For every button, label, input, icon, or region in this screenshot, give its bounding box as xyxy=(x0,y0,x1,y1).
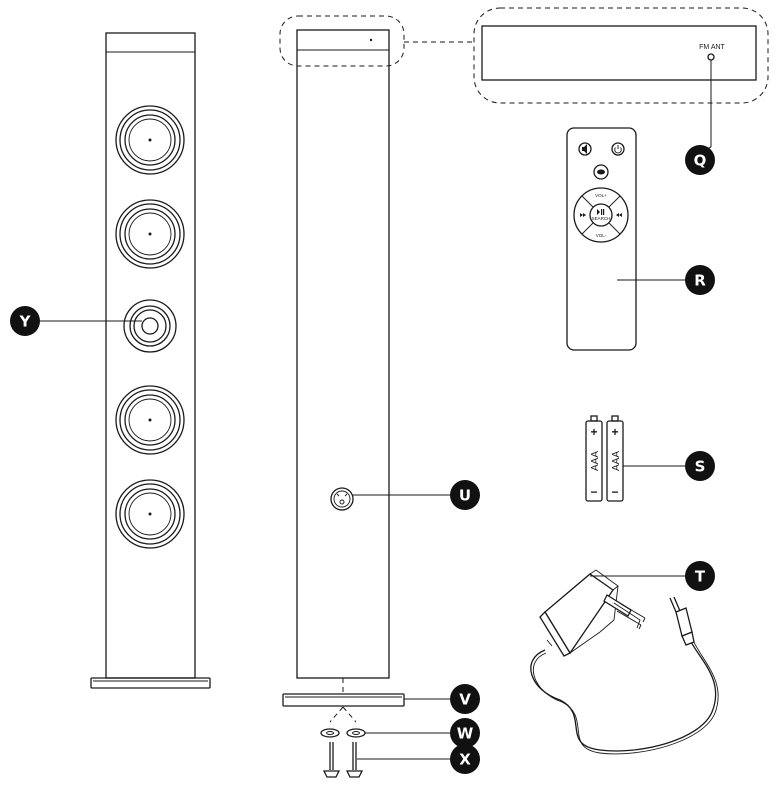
callout-x-label: X xyxy=(459,751,471,769)
mode-icon xyxy=(593,164,609,180)
callout-w: W xyxy=(450,718,480,748)
battery-2-label: AAA xyxy=(611,451,622,471)
vol-down-label: VOL- xyxy=(596,233,607,238)
battery-1-plus: + xyxy=(590,425,597,439)
battery-2: AAA + − xyxy=(606,415,624,502)
callout-x: X xyxy=(450,744,480,774)
top-panel-detail: FM ANT xyxy=(473,7,769,104)
woofer-speaker-2 xyxy=(115,199,185,269)
battery-1-minus: − xyxy=(590,485,597,499)
screws xyxy=(322,742,364,778)
callout-q-label: Q xyxy=(694,152,707,170)
washers xyxy=(320,728,366,738)
tower-back-view xyxy=(279,15,474,679)
callout-v-label: V xyxy=(459,691,471,709)
callout-u: U xyxy=(450,480,480,510)
callout-t: T xyxy=(685,561,715,591)
battery-1: AAA + − xyxy=(585,415,603,502)
fm-antenna-label: FM ANT xyxy=(699,44,725,51)
callout-v: V xyxy=(450,684,480,714)
vol-up-label: VOL+ xyxy=(595,193,607,198)
callout-y: Y xyxy=(10,306,40,336)
previous-icon xyxy=(580,213,586,217)
next-icon xyxy=(616,213,622,217)
tweeter-speaker xyxy=(123,299,177,353)
battery-1-label: AAA xyxy=(590,451,601,471)
battery-2-minus: − xyxy=(611,485,618,499)
aux-input-jack xyxy=(330,487,354,511)
woofer-speaker-1 xyxy=(115,105,185,175)
power-icon xyxy=(611,142,625,156)
callout-q: Q xyxy=(685,145,715,175)
search-label: SEARCH xyxy=(592,216,611,221)
mute-icon xyxy=(578,142,592,156)
woofer-speaker-3 xyxy=(115,385,185,455)
tower-front-view xyxy=(90,32,211,689)
battery-2-plus: + xyxy=(611,425,618,439)
aaa-batteries: AAA + − AAA + − xyxy=(585,415,624,502)
callout-w-label: W xyxy=(457,725,474,743)
play-pause-icon xyxy=(597,209,600,215)
woofer-speaker-4 xyxy=(115,479,185,549)
callout-y-label: Y xyxy=(19,313,32,331)
callout-r-label: R xyxy=(694,272,706,290)
callout-r: R xyxy=(685,265,715,295)
callout-t-label: T xyxy=(695,568,706,586)
navigation-pad: VOL+ VOL- SEARCH xyxy=(573,187,629,243)
callout-s-label: S xyxy=(695,458,706,476)
callout-u-label: U xyxy=(459,487,471,505)
remote-control: VOL+ VOL- SEARCH xyxy=(566,127,637,351)
power-adapter xyxy=(530,569,719,755)
callout-s: S xyxy=(685,451,715,481)
tower-base-plate xyxy=(282,678,405,707)
